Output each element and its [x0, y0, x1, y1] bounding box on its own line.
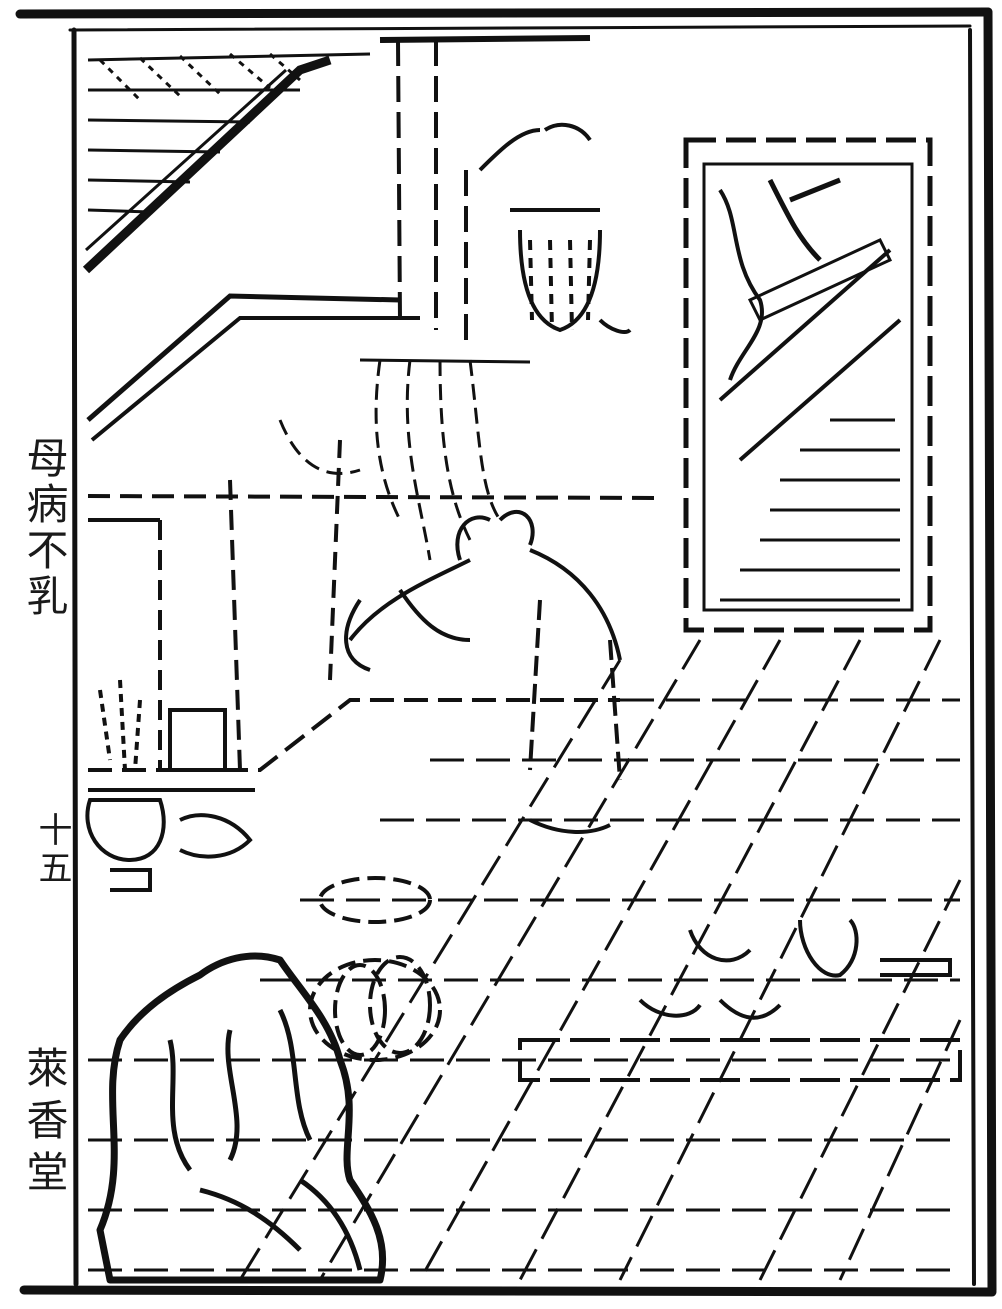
pavilion-pillars [379, 35, 591, 340]
standing-figure [344, 509, 622, 834]
vessels-and-plant [85, 679, 253, 892]
page-number: 十五 [32, 812, 72, 888]
low-bench [518, 918, 962, 1082]
doorway-screen [683, 137, 933, 633]
print-title: 母病不乳 [20, 436, 69, 620]
print-frame [15, 7, 997, 1297]
drum-stool [308, 876, 442, 1062]
roof-eave [82, 52, 371, 274]
garden-rock [96, 952, 387, 1284]
curtains [278, 358, 531, 561]
tiled-floor [88, 639, 962, 1281]
hanging-lantern [478, 122, 632, 334]
studio-name: 萊香堂 [20, 1046, 69, 1202]
